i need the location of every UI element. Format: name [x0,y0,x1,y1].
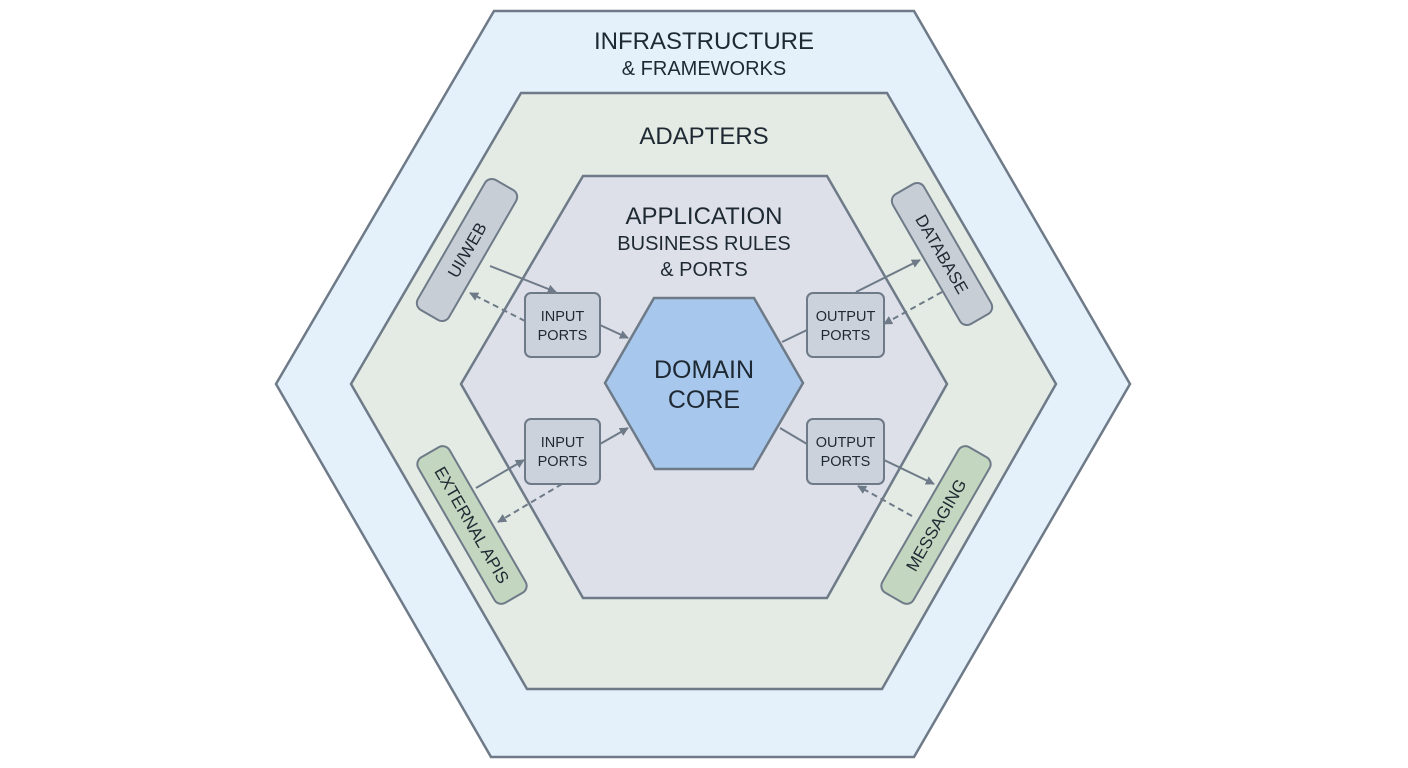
input-port-bottom-line2: PORTS [538,454,588,470]
input-port-top: INPUT PORTS [524,292,601,358]
output-port-bottom-line1: OUTPUT [816,435,876,451]
arrow-output-port-to-database [855,259,921,293]
output-port-top-line2: PORTS [821,328,871,344]
adapters-title: ADAPTERS [639,123,768,150]
arrow-input-port-bottom-to-core [599,427,629,445]
input-port-bottom-line1: INPUT [541,435,585,451]
application-subtitle-line2: & PORTS [660,259,747,281]
arrow-ui-web-to-input-port [489,265,557,294]
application-title: APPLICATION [626,203,783,230]
arrow-messaging-to-output-port [857,485,913,517]
input-port-bottom: INPUT PORTS [524,418,601,485]
output-port-top-line1: OUTPUT [816,309,876,325]
output-port-bottom-line2: PORTS [821,454,871,470]
arrow-input-port-top-to-core [599,324,629,339]
output-port-bottom: OUTPUT PORTS [806,418,885,485]
arrow-external-apis-to-input-port [475,459,525,489]
output-port-top: OUTPUT PORTS [806,292,885,358]
link-core-to-output-port-top [781,329,808,343]
domain-core-hexagon [603,296,805,471]
arrow-database-to-output-port [883,291,943,325]
arrow-output-port-to-messaging [883,459,935,485]
connections [469,259,943,523]
infrastructure-title: INFRASTRUCTURE [594,28,814,55]
input-port-top-line2: PORTS [538,328,588,344]
arrow-input-port-to-external-apis [497,483,563,523]
infrastructure-subtitle: & FRAMEWORKS [622,58,786,80]
domain-core-line2: CORE [668,386,740,414]
arrow-input-port-to-ui-web [469,292,526,322]
application-subtitle-line1: BUSINESS RULES [617,233,790,255]
link-core-to-output-port-bottom [779,427,808,445]
input-port-top-line1: INPUT [541,309,585,325]
domain-core-line1: DOMAIN [654,356,754,384]
